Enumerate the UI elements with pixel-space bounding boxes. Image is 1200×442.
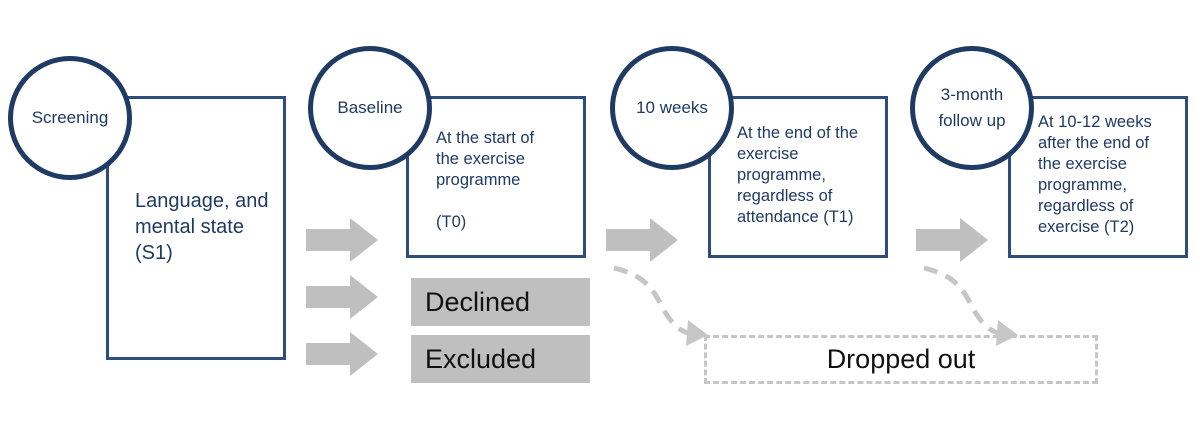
screening-label: Screening bbox=[31, 107, 109, 127]
ten-weeks-circle: 10 weeks bbox=[610, 46, 734, 170]
dashed-arrow-ten-weeks-to-dropped-out bbox=[613, 265, 708, 346]
excluded-box: Excluded bbox=[411, 335, 590, 383]
baseline-description: At the start of the exercise programme (… bbox=[436, 129, 535, 231]
baseline-box bbox=[406, 96, 586, 258]
arrow-baseline-to-ten-weeks bbox=[606, 218, 678, 262]
dropped-out-box: Dropped out bbox=[704, 335, 1098, 384]
screening-description: Language, and mental state (S1) bbox=[135, 190, 269, 264]
screening-circle: Screening bbox=[8, 56, 132, 180]
declined-box: Declined bbox=[411, 278, 590, 326]
declined-label: Declined bbox=[425, 286, 531, 317]
arrow-screening-to-baseline bbox=[306, 218, 378, 262]
arrow-ten-weeks-to-follow-up bbox=[916, 218, 988, 262]
follow-up-circle: 3-month follow up bbox=[910, 46, 1034, 170]
arrow-to-excluded bbox=[306, 332, 378, 376]
follow-up-description: At 10-12 weeks after the end of the exer… bbox=[1038, 113, 1152, 236]
ten-weeks-description: At the end of the exercise programme, re… bbox=[737, 124, 859, 226]
follow-up-box bbox=[1008, 96, 1188, 258]
follow-up-label: 3-month follow up bbox=[938, 84, 1006, 130]
arrow-to-declined bbox=[306, 275, 378, 319]
dashed-arrow-follow-up-to-dropped-out bbox=[923, 265, 1018, 346]
screening-box bbox=[106, 96, 286, 360]
baseline-circle: Baseline bbox=[308, 46, 432, 170]
ten-weeks-box bbox=[708, 96, 888, 258]
dropped-out-label: Dropped out bbox=[826, 344, 976, 374]
ten-weeks-label: 10 weeks bbox=[636, 97, 708, 117]
baseline-label: Baseline bbox=[337, 97, 403, 117]
excluded-label: Excluded bbox=[425, 343, 537, 374]
